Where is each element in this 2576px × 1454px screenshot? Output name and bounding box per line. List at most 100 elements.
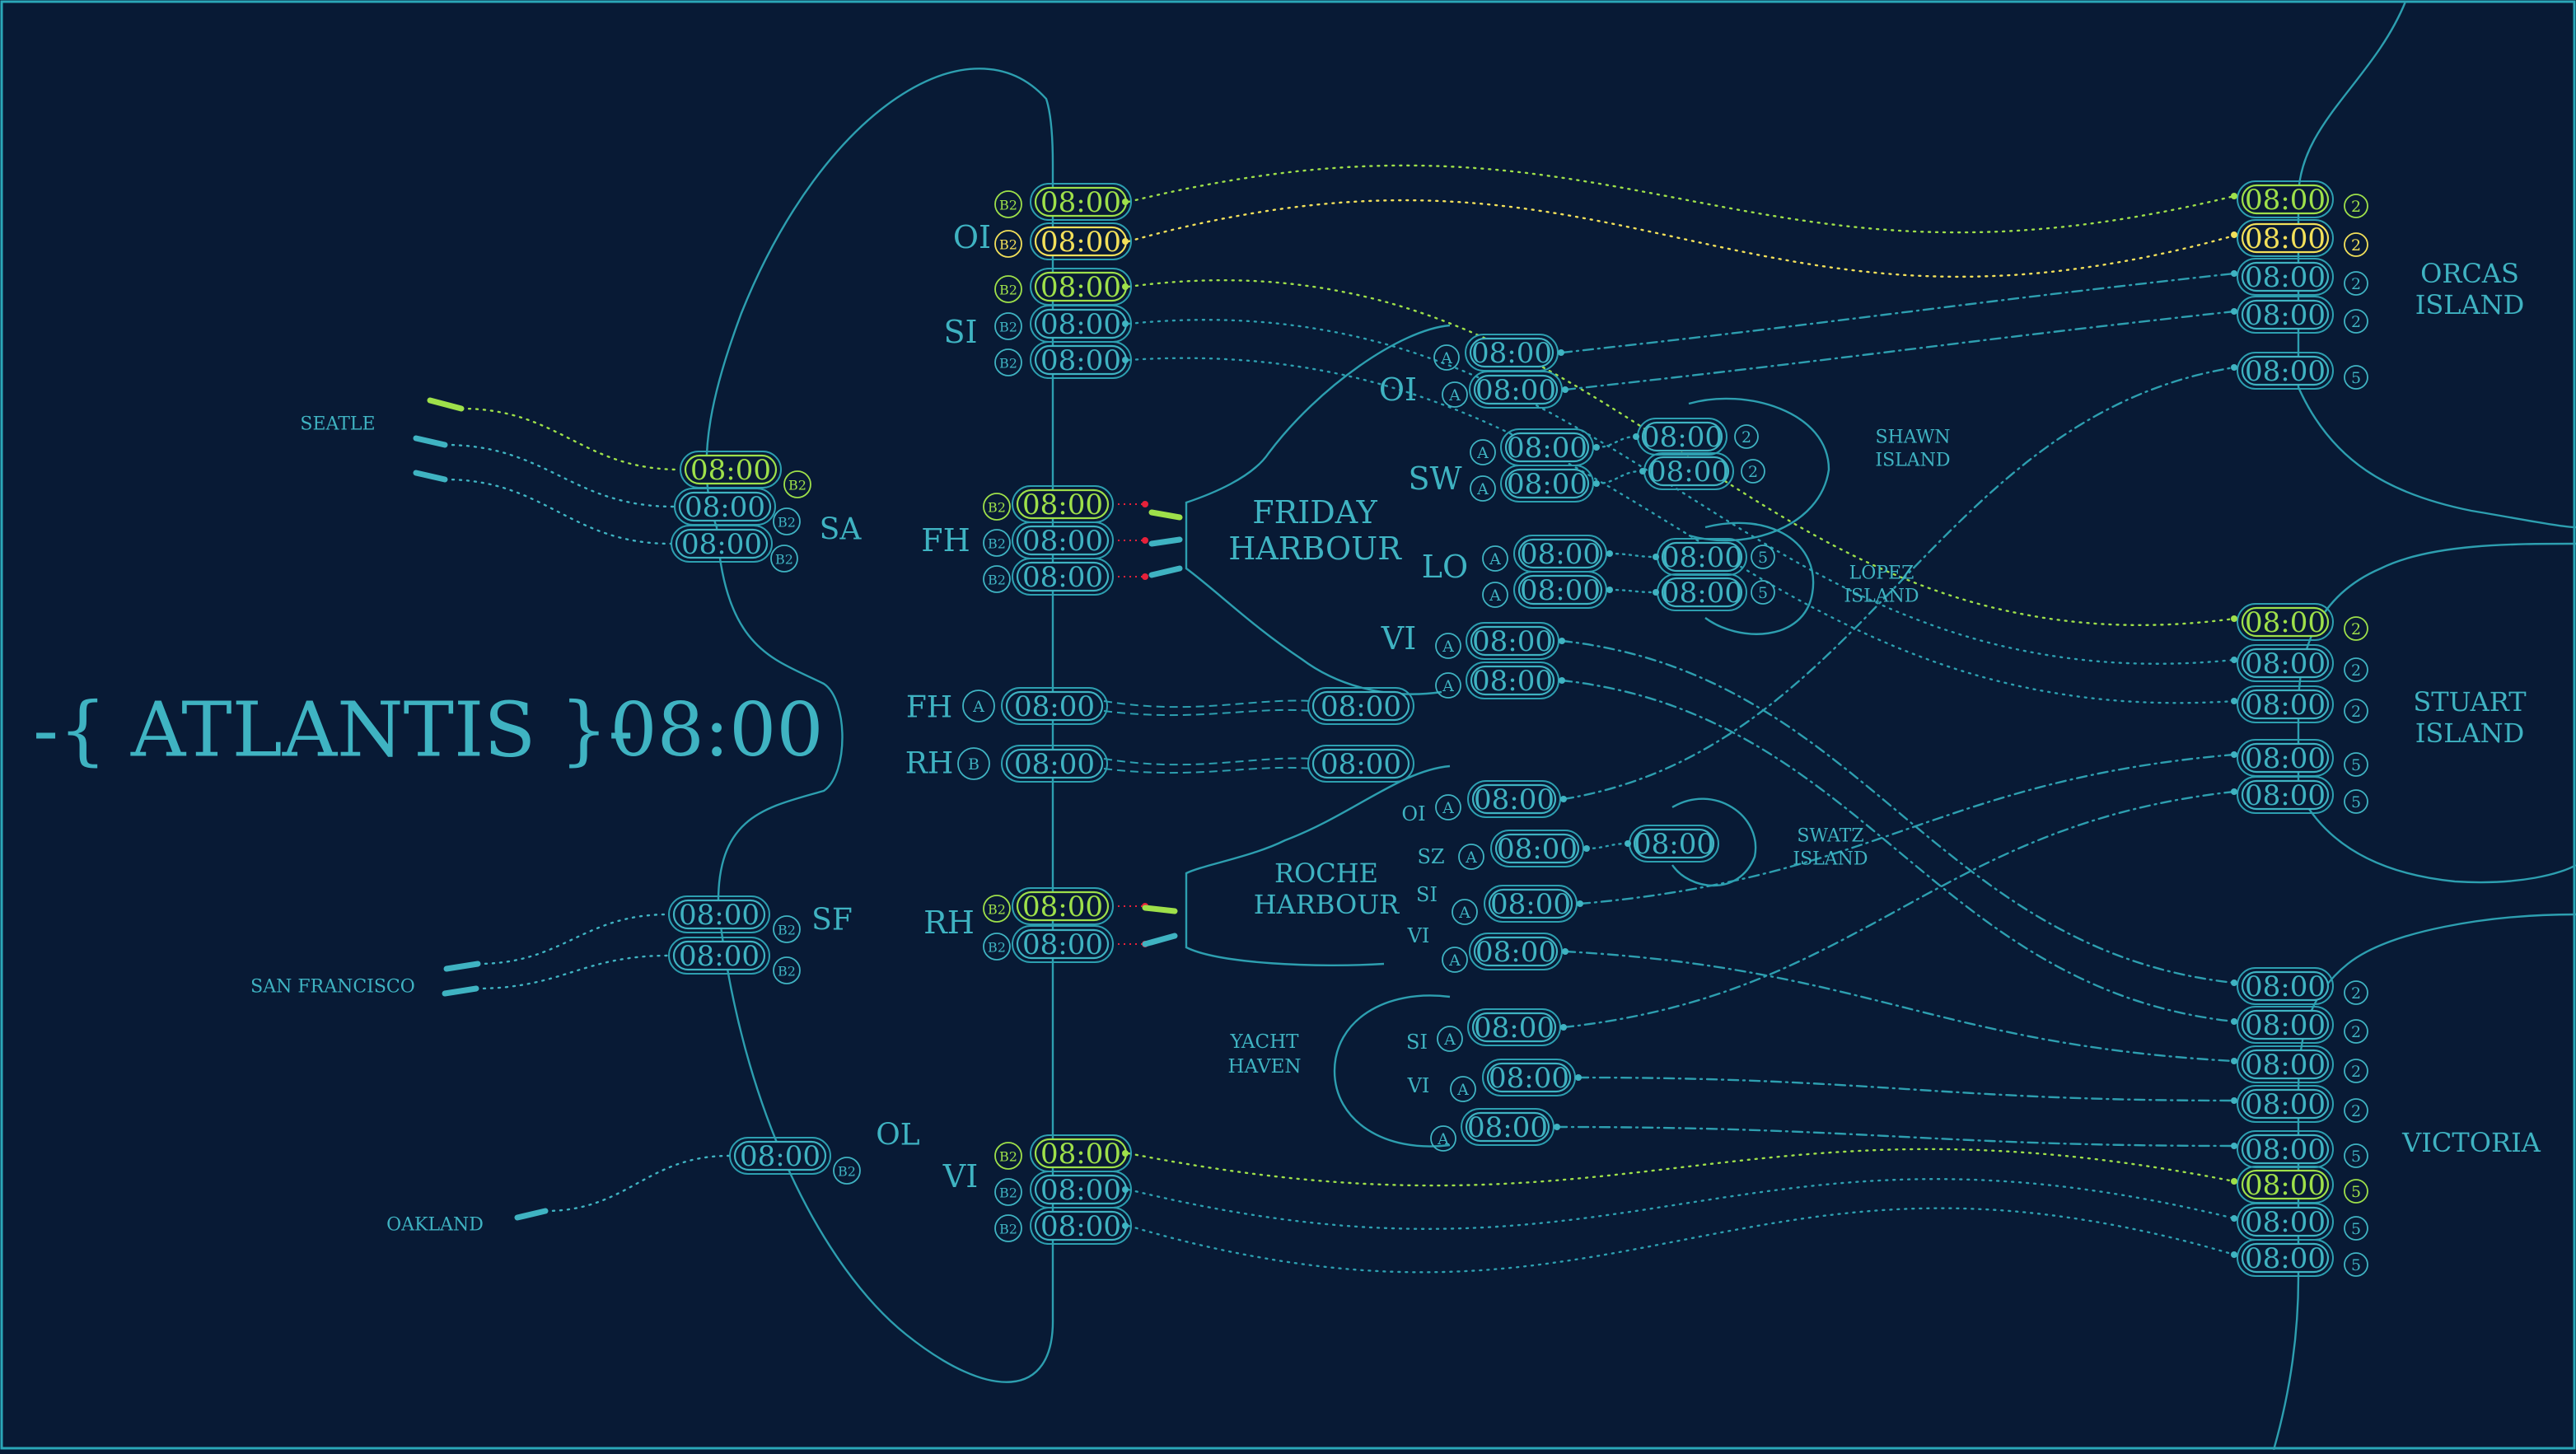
- lopez-island-name: ISLAND: [1844, 587, 1919, 607]
- time-slot[interactable]: 08:00: [1030, 1134, 1132, 1172]
- port-dot: [1583, 845, 1590, 852]
- port-dot: [1606, 587, 1613, 593]
- time-slot[interactable]: 08:00: [1467, 780, 1561, 818]
- time-slot[interactable]: 08:00: [1484, 885, 1578, 923]
- time-slot[interactable]: 08:00: [2237, 352, 2334, 390]
- time-slot[interactable]: 08:00: [1467, 1008, 1561, 1046]
- time-slot[interactable]: 08:00: [1030, 341, 1132, 379]
- time-slot[interactable]: 08:00: [680, 451, 782, 489]
- port-dot: [1122, 357, 1129, 363]
- time-slot[interactable]: 08:00: [1657, 573, 1747, 611]
- time-slot[interactable]: 08:00: [1513, 535, 1607, 573]
- time-slot[interactable]: 08:00: [2237, 180, 2334, 218]
- time-slot[interactable]: 08:00: [1030, 305, 1132, 343]
- time-slot[interactable]: 08:00: [1469, 933, 1563, 970]
- lopez-island-outline: [1704, 521, 1815, 635]
- time-slot-inner: [1470, 625, 1555, 657]
- time-slot[interactable]: 08:00: [2237, 967, 2334, 1005]
- time-slot[interactable]: 08:00: [1461, 1108, 1554, 1146]
- badge-text: A: [1476, 480, 1489, 498]
- time-slot[interactable]: 08:00: [2237, 219, 2334, 257]
- time-slot[interactable]: 08:00: [1012, 485, 1114, 523]
- roche-harbour-name: ROCHE: [1274, 858, 1378, 889]
- time-slot[interactable]: 08:00: [1482, 1059, 1576, 1096]
- time-slot[interactable]: 08:00: [1012, 925, 1114, 963]
- badge-ring: [2344, 1019, 2368, 1044]
- route-line: [460, 407, 681, 471]
- time-slot[interactable]: 08:00: [1001, 745, 1108, 783]
- time-slot[interactable]: 08:00: [2237, 258, 2334, 296]
- badge-text: 5: [2351, 1183, 2361, 1201]
- time-slot[interactable]: 08:00: [2237, 1045, 2334, 1083]
- time-slot[interactable]: 08:00: [729, 1137, 831, 1175]
- time-slot[interactable]: 08:00: [1513, 571, 1607, 609]
- time-slot-inner: [2241, 1169, 2330, 1200]
- time-slot[interactable]: 08:00: [674, 488, 776, 526]
- time-slot[interactable]: 08:00: [2237, 603, 2334, 641]
- time-slot[interactable]: 08:00: [2237, 1203, 2334, 1241]
- time-slot-value: 08:00: [1040, 344, 1121, 377]
- port-dot: [1122, 1150, 1129, 1157]
- time-slot[interactable]: 08:00: [2237, 1130, 2334, 1168]
- time-slot[interactable]: 08:00: [2237, 776, 2334, 814]
- time-slot-value: 08:00: [1520, 574, 1601, 607]
- time-slot[interactable]: 08:00: [1012, 887, 1114, 925]
- badge-ring: [783, 470, 811, 498]
- time-slot[interactable]: 08:00: [1466, 622, 1559, 660]
- time-slot[interactable]: 08:00: [1012, 558, 1114, 596]
- time-slot[interactable]: 08:00: [671, 525, 773, 563]
- time-slot[interactable]: 08:00: [1629, 825, 1719, 863]
- time-slot[interactable]: 08:00: [1030, 1171, 1132, 1209]
- time-slot[interactable]: 08:00: [1466, 662, 1559, 699]
- time-slot[interactable]: 08:00: [2237, 739, 2334, 777]
- port-dot: [1122, 1223, 1129, 1229]
- time-slot-inner: [2241, 222, 2330, 254]
- time-slot[interactable]: 08:00: [2237, 1006, 2334, 1044]
- time-slot[interactable]: 08:00: [1030, 268, 1132, 306]
- time-slot[interactable]: 08:00: [2237, 296, 2334, 334]
- port-dot: [1122, 320, 1129, 327]
- time-slot[interactable]: 08:00: [1637, 418, 1727, 456]
- time-slot-value: 08:00: [1648, 456, 1729, 489]
- time-slot[interactable]: 08:00: [1500, 428, 1594, 466]
- badge-text: A: [1456, 1081, 1469, 1099]
- time-slot[interactable]: 08:00: [668, 895, 770, 933]
- time-slot[interactable]: 08:00: [1030, 183, 1132, 221]
- time-slot[interactable]: 08:00: [1001, 687, 1108, 725]
- badge-ring: [1741, 459, 1765, 484]
- port-dot: [2231, 979, 2237, 986]
- time-slot[interactable]: 08:00: [1030, 222, 1132, 260]
- time-slot[interactable]: 08:00: [1500, 465, 1594, 503]
- time-slot[interactable]: 08:00: [1307, 687, 1414, 725]
- time-slot-value: 08:00: [1022, 928, 1103, 961]
- time-slot-inner: [1473, 936, 1559, 967]
- time-slot-value: 08:00: [1662, 577, 1742, 610]
- badge-text: 5: [2351, 1148, 2361, 1166]
- time-slot[interactable]: 08:00: [2237, 1166, 2334, 1204]
- time-slot[interactable]: 08:00: [1643, 452, 1734, 490]
- badge-text: B2: [778, 923, 796, 938]
- time-slot[interactable]: 08:00: [2237, 1085, 2334, 1123]
- port-dot: [1554, 1124, 1560, 1130]
- time-slot[interactable]: 08:00: [1012, 521, 1114, 559]
- time-slot[interactable]: 08:00: [668, 937, 770, 975]
- time-slot-inner: [1504, 468, 1590, 499]
- time-slot[interactable]: 08:00: [1030, 1207, 1132, 1245]
- stuart-name: STUART: [2413, 686, 2527, 718]
- rh-dest-code: SZ: [1417, 845, 1444, 868]
- route-line: [1127, 319, 2236, 665]
- time-slot[interactable]: 08:00: [1307, 745, 1414, 783]
- badge-ring: [962, 690, 995, 722]
- time-slot[interactable]: 08:00: [1657, 538, 1747, 576]
- time-slot[interactable]: 08:00: [2237, 1239, 2334, 1277]
- time-slot[interactable]: 08:00: [2237, 685, 2334, 723]
- route-line: [1127, 199, 2236, 278]
- capacity-badge: 2: [2344, 699, 2368, 723]
- time-slot[interactable]: 08:00: [1469, 371, 1563, 409]
- time-slot[interactable]: 08:00: [1465, 334, 1559, 372]
- badge-ring: [2344, 1098, 2368, 1123]
- time-slot[interactable]: 08:00: [1490, 830, 1584, 867]
- route-line: [1608, 552, 1657, 559]
- route-line: [1578, 753, 2236, 905]
- time-slot[interactable]: 08:00: [2237, 644, 2334, 682]
